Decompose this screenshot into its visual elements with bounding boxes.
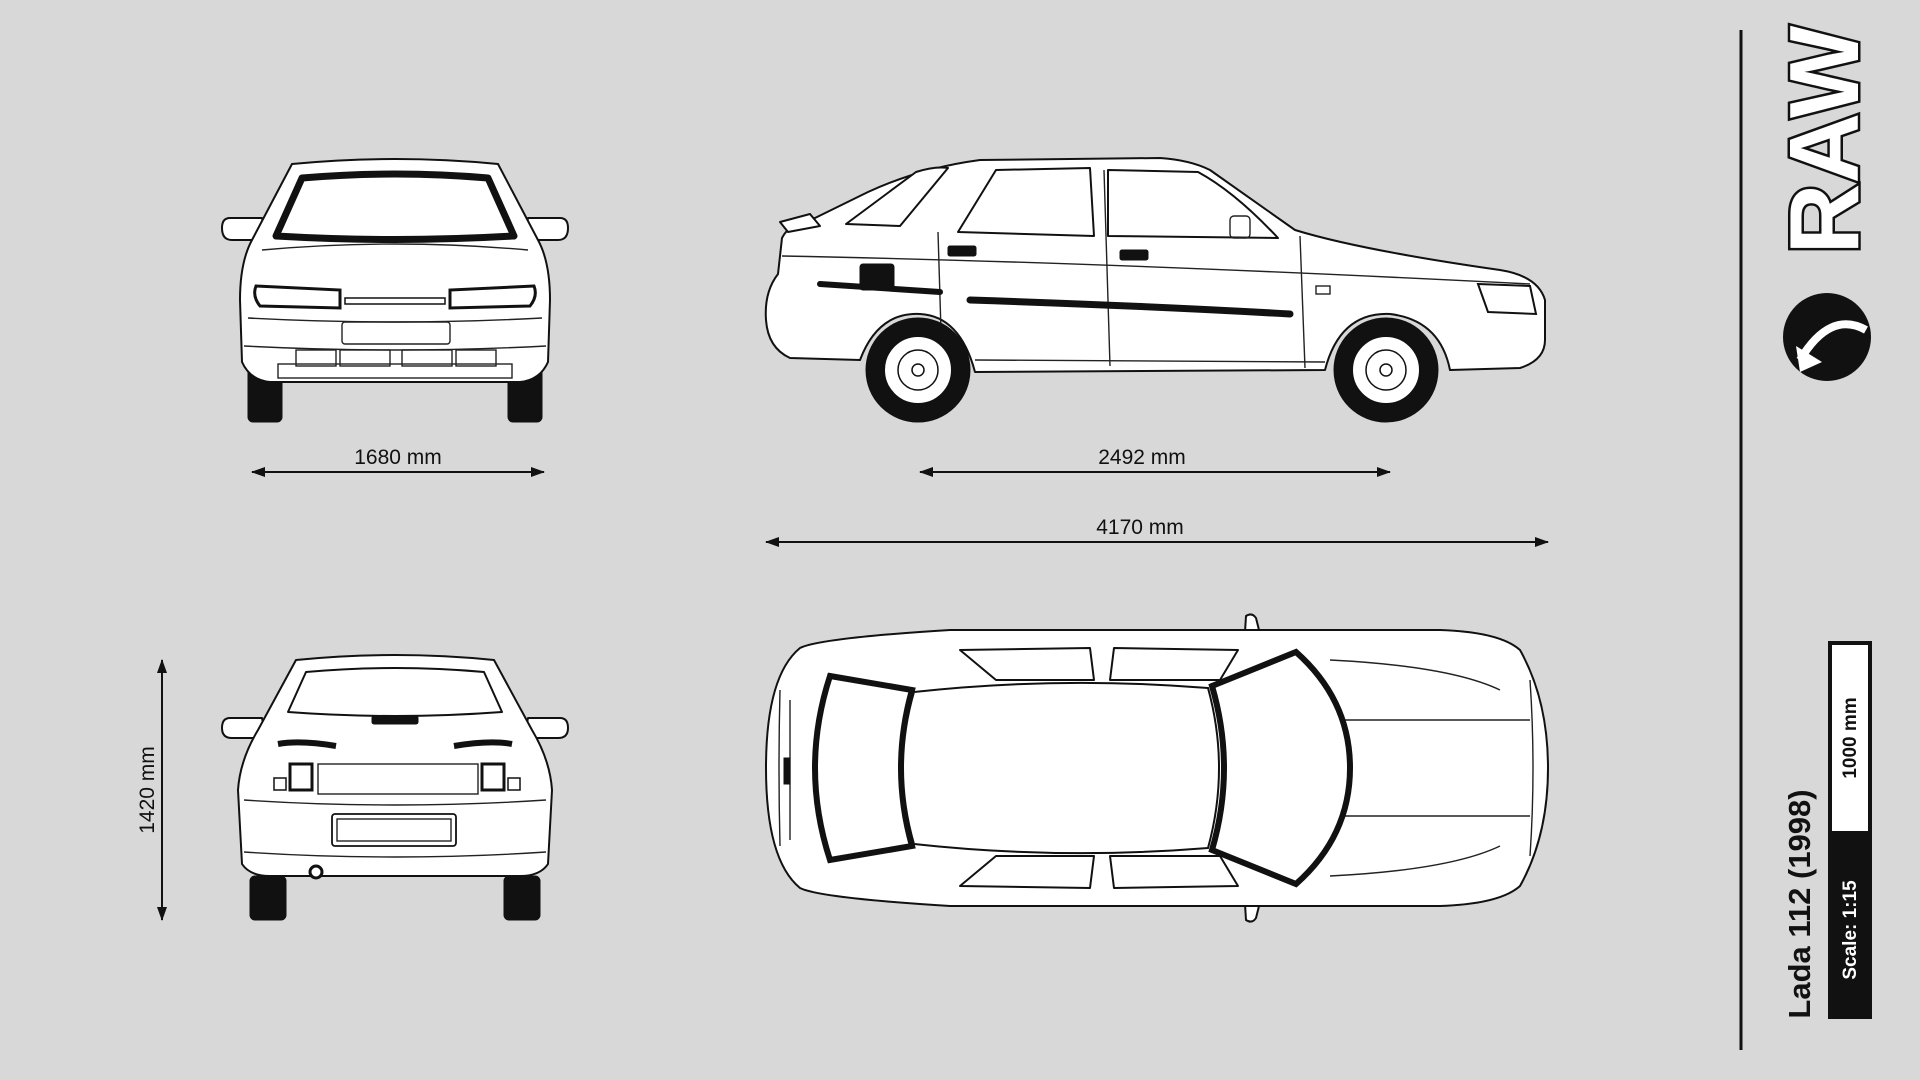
side-view — [764, 157, 1546, 423]
dimension-length: 4170 mm — [765, 516, 1549, 547]
brand-text: RAW — [1769, 25, 1879, 254]
rear-wheel — [865, 317, 971, 423]
model-title: Lada 112 (1998) — [1782, 789, 1817, 1018]
brand-emblem-icon — [1783, 293, 1871, 381]
scale-label: Scale: 1:15 — [1840, 880, 1861, 980]
top-view — [765, 613, 1549, 923]
dimension-width-label: 1680 mm — [354, 446, 442, 469]
dimension-height: 1420 mm — [136, 659, 167, 921]
front-wheel — [1333, 317, 1439, 423]
brand-logo: RAW — [1767, 23, 1882, 381]
dimension-length-label: 4170 mm — [1096, 516, 1184, 539]
dimension-wheelbase: 2492 mm — [919, 446, 1391, 477]
dimension-width: 1680 mm — [251, 446, 545, 477]
rear-view — [221, 654, 569, 921]
front-view — [221, 158, 569, 423]
scale-bar-length-label: 1000 mm — [1840, 697, 1861, 778]
dimension-wheelbase-label: 2492 mm — [1098, 446, 1186, 469]
dimension-height-label: 1420 mm — [136, 746, 159, 834]
scale-bar: 1000 mm Scale: 1:15 — [1828, 641, 1872, 1019]
